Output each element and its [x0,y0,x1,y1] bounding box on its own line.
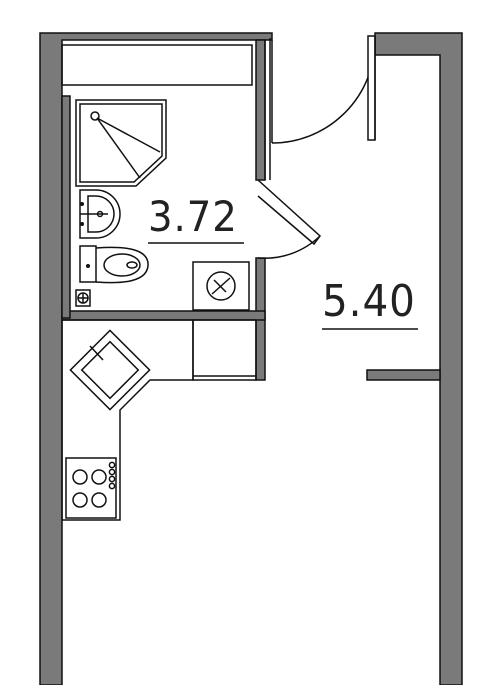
wall-bath-right-upper [255,39,266,181]
shower-drain [90,111,100,121]
washing-machine [192,261,250,311]
sink [79,189,121,239]
kitchen-sink [69,329,151,411]
wall-bath-bottom [61,310,266,321]
bathroom-door-leaf [257,179,322,246]
shower-tray [75,99,167,187]
storage-cabinet [192,319,257,381]
entrance-door-swing [271,39,376,144]
kitchen-counter [62,319,194,521]
bathroom-area-label: 3.72 [148,192,238,241]
bathroom-door-swing [257,235,321,260]
wall-right-stub [366,369,441,381]
main-room-area-label: 5.40 [322,276,416,327]
window-frame [61,44,253,86]
wall-bath-left [61,95,71,319]
wall-top-right [374,32,463,685]
cooktop [65,457,117,519]
wall-left-exterior [39,32,273,685]
